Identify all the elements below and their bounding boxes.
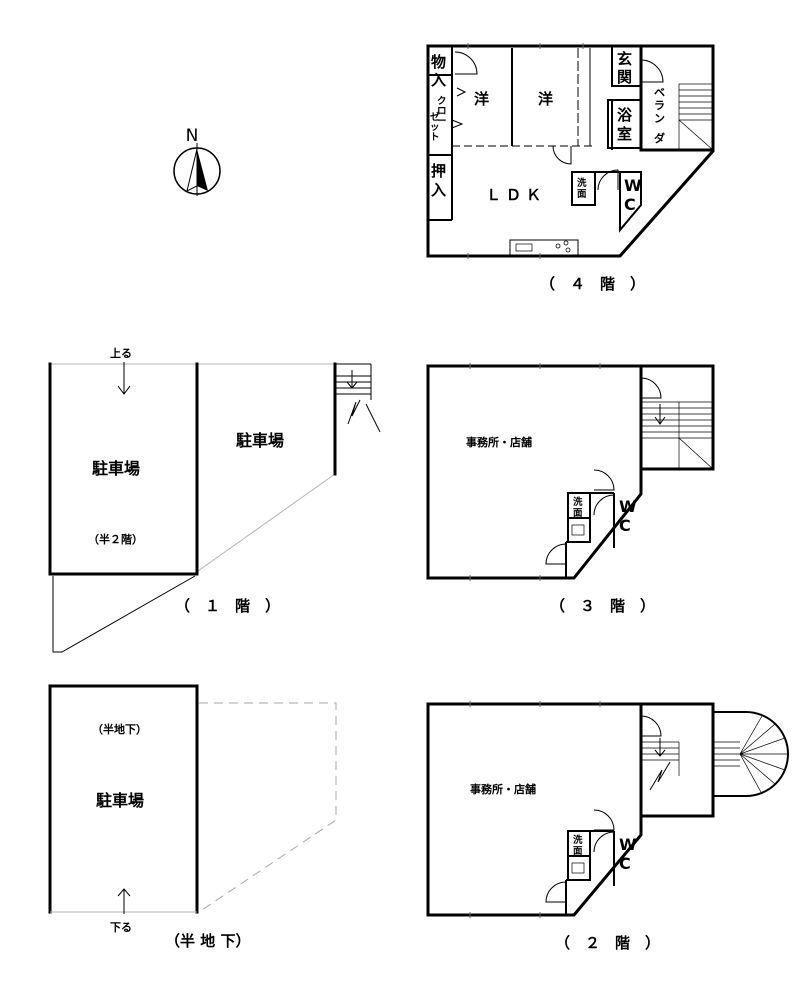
up-label: 上る	[110, 346, 132, 360]
floor-3-caption: （ ３ 階 ）	[550, 597, 655, 615]
office-shop-label: 事務所・店舗	[470, 782, 536, 796]
wash-label-b: 面	[573, 508, 583, 519]
down-label: 下る	[110, 921, 132, 934]
entrance-label-a: 玄	[617, 50, 632, 68]
ldk-label: ＬＤＫ	[486, 186, 546, 204]
half-second-floor-label: （半２階）	[88, 532, 143, 546]
closet-label-e: ッ	[430, 122, 440, 133]
floor-2-plan: 事務所・店舗 洗 面 W C （ ２ 階 ）	[426, 701, 789, 952]
closet-label-a: ク	[437, 96, 447, 107]
wash-label-a: 洗	[573, 496, 583, 508]
wash-label-b: 面	[577, 189, 587, 200]
entrance-label-b: 関	[617, 68, 632, 86]
storage-label-b: 入	[431, 71, 446, 89]
north-compass-icon: N	[173, 126, 221, 196]
oshiire-label-b: 入	[431, 181, 446, 199]
bath-label-a: 浴	[617, 106, 633, 124]
western-room-1-label: 洋	[474, 90, 489, 108]
floor-4-caption: （ ４ 階 ）	[540, 275, 645, 293]
wc-label-a: W	[619, 835, 637, 854]
wc-label-a: W	[619, 497, 637, 516]
closet-label-c: ー	[437, 116, 447, 127]
closet-label-b: ロ	[437, 106, 447, 117]
bath-label-b: 室	[617, 125, 632, 143]
wash-label-a: 洗	[577, 177, 587, 189]
office-shop-label: 事務所・店舗	[466, 435, 532, 449]
floor-3-plan: 事務所・店舗 洗 面 W C （ ３ 階 ）	[426, 363, 715, 615]
half-basement-label: （半地下）	[92, 722, 147, 736]
floor-1-plan: 上る 駐車場 （半２階） 駐車場 （ １ 階 ）	[48, 346, 381, 653]
wc-label-b: C	[624, 195, 636, 214]
floor-4-plan: 物 入 ク ロ ー ゼ ッ ト 洋 洋 押 入 ＬＤＫ 玄 関 浴 室 ベ ラ …	[426, 43, 715, 293]
veranda-label-2: ラ	[654, 99, 665, 112]
wc-label-b: C	[619, 854, 631, 873]
oshiire-label-a: 押	[431, 162, 446, 180]
veranda-label-1: ベ	[654, 86, 665, 99]
western-room-2-label: 洋	[538, 90, 553, 108]
floor-1-caption: （ １ 階 ）	[175, 597, 280, 615]
closet-label-d: ゼ	[430, 111, 440, 123]
wc-label-a: W	[624, 176, 642, 195]
parking-left-label: 駐車場	[92, 459, 140, 478]
parking-label: 駐車場	[96, 791, 144, 810]
floor-2-caption: （ ２ 階 ）	[555, 934, 660, 952]
wash-label-a: 洗	[573, 834, 583, 846]
spiral-stair-icon	[712, 711, 789, 797]
veranda-label-4: ダ	[654, 131, 665, 145]
closet-label-f: ト	[430, 132, 440, 143]
veranda-label-3: ン	[654, 112, 665, 125]
compass-label: N	[186, 126, 199, 146]
half-basement-plan: （半地下） 駐車場 下る （半 地 下）	[48, 684, 337, 950]
half-basement-caption: （半 地 下）	[165, 932, 250, 950]
parking-right-label: 駐車場	[236, 431, 284, 450]
wc-label-b: C	[619, 516, 631, 535]
wash-label-b: 面	[573, 846, 583, 857]
storage-label-a: 物	[431, 53, 446, 71]
